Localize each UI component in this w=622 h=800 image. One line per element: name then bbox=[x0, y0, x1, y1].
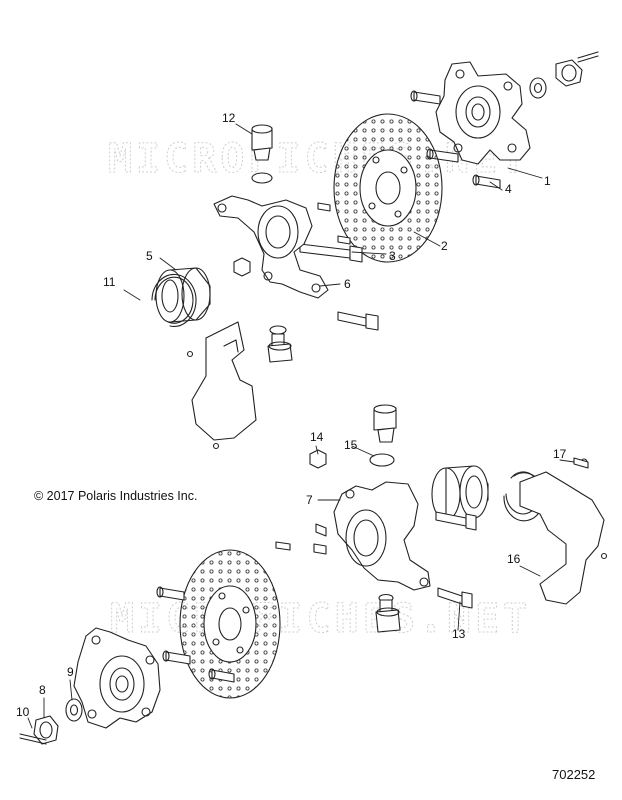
snap-ring-icon bbox=[369, 453, 395, 467]
brake-disc-icon bbox=[333, 113, 443, 263]
callout-17: 17 bbox=[553, 447, 567, 461]
cotter-pin-icon bbox=[577, 51, 599, 63]
callout-14: 14 bbox=[310, 430, 324, 444]
retaining-ring-icon bbox=[151, 273, 197, 327]
watermark-bottom: MICROFICHES.NET bbox=[110, 596, 531, 642]
ball-joint-icon bbox=[251, 124, 273, 161]
caliper-bracket-icon bbox=[186, 321, 257, 450]
callout-1: 1 bbox=[544, 174, 551, 188]
nut-icon bbox=[309, 449, 327, 469]
callout-5: 5 bbox=[146, 249, 153, 263]
copyright-notice: © 2017 Polaris Industries Inc. bbox=[34, 489, 198, 503]
callout-6: 6 bbox=[344, 277, 351, 291]
castle-nut-icon bbox=[555, 59, 583, 87]
cotter-pin-icon bbox=[19, 733, 47, 745]
bolt-icon bbox=[275, 511, 477, 609]
nut-icon bbox=[233, 257, 251, 277]
callout-7: 7 bbox=[306, 493, 313, 507]
leader-lines bbox=[27, 123, 575, 729]
hub-icon bbox=[435, 61, 531, 165]
callout-16: 16 bbox=[507, 552, 521, 566]
brake-disc-icon bbox=[179, 549, 281, 699]
callout-4: 4 bbox=[505, 182, 512, 196]
wheel-stud-icon bbox=[156, 586, 235, 683]
bearing-icon bbox=[155, 267, 211, 323]
castle-nut-icon bbox=[33, 715, 59, 745]
caliper-bracket-icon bbox=[519, 458, 608, 605]
callout-10: 10 bbox=[16, 705, 30, 719]
snap-ring-icon bbox=[251, 172, 273, 184]
callout-9: 9 bbox=[67, 665, 74, 679]
callout-12: 12 bbox=[222, 111, 236, 125]
callout-13: 13 bbox=[452, 627, 466, 641]
diagram-id: 702252 bbox=[552, 767, 596, 782]
callout-2: 2 bbox=[441, 239, 448, 253]
ball-joint-icon bbox=[267, 325, 293, 363]
ball-joint-icon bbox=[373, 404, 397, 443]
steering-knuckle-icon bbox=[213, 195, 329, 299]
washer-icon bbox=[65, 698, 83, 722]
ball-joint-icon bbox=[375, 593, 401, 633]
callout-11: 11 bbox=[103, 275, 116, 289]
callout-8: 8 bbox=[39, 683, 46, 697]
bearing-icon bbox=[431, 465, 489, 521]
callout-15: 15 bbox=[344, 438, 358, 452]
hub-icon bbox=[73, 627, 161, 729]
bolt-icon bbox=[299, 202, 379, 331]
callout-3: 3 bbox=[389, 249, 396, 263]
washer-icon bbox=[529, 77, 547, 99]
steering-knuckle-icon bbox=[333, 481, 431, 591]
